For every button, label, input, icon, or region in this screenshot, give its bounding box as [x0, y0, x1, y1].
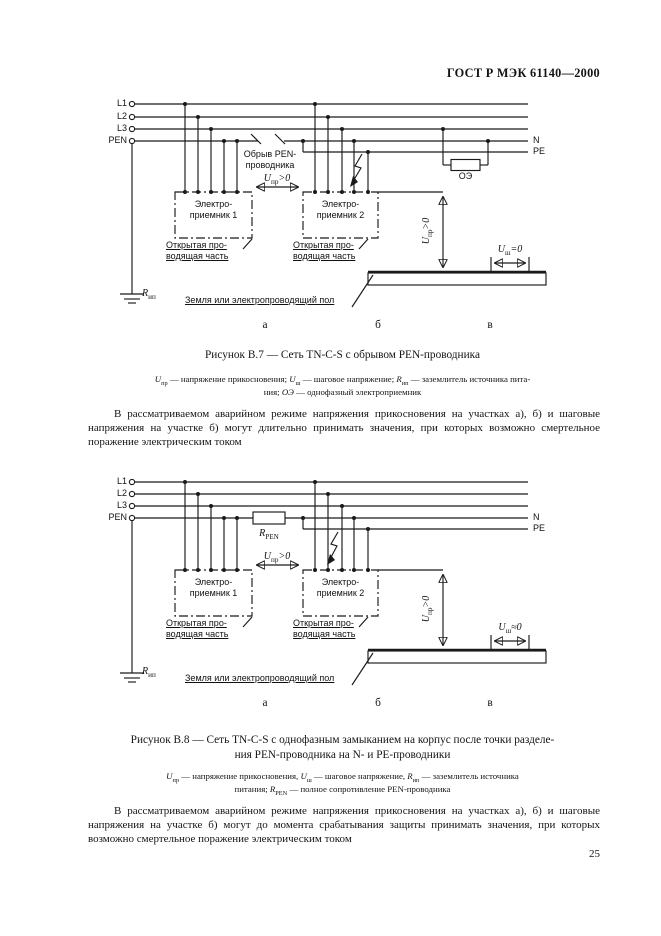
rpen-resistor-box	[252, 511, 286, 525]
bus-label-pen: PEN	[108, 512, 127, 522]
bus-label-l2: L2	[116, 488, 127, 498]
figure2-circuit	[120, 478, 547, 686]
terminal-circle	[128, 514, 136, 522]
bus-label-l2: L2	[116, 111, 127, 121]
source-earth-electrode	[120, 144, 144, 304]
exposed-part-pointers	[242, 616, 369, 628]
touch-voltage-vertical-arrow	[378, 569, 443, 645]
oe-label: ОЭ	[458, 171, 473, 181]
oe-resistor-box	[450, 158, 481, 172]
bus-label-l1: L1	[116, 98, 127, 108]
receiver2-label: Электро- приемник 2	[316, 577, 365, 598]
exposed-part-pointers	[242, 238, 369, 250]
figure1-note-paragraph: В рассматриваемом аварийном режиме напря…	[88, 408, 600, 448]
receiver2-label: Электро- приемник 2	[316, 199, 365, 220]
touch-voltage-vertical-arrow	[378, 191, 443, 267]
bus-label-pen: PEN	[108, 135, 127, 145]
bus-label-n: N	[533, 135, 540, 145]
rpen-label: RPEN	[259, 528, 279, 541]
terminal-circle	[128, 502, 136, 510]
receiver1-box	[174, 569, 253, 617]
bus-label-l3: L3	[116, 123, 127, 133]
lightning-fault-icon	[327, 531, 339, 565]
terminal-circle	[128, 137, 136, 145]
figure2-note-paragraph: В рассматриваемом аварийном режиме напря…	[88, 805, 600, 845]
oe-receiver	[441, 127, 490, 172]
step-voltage-label: Uш=0	[497, 244, 523, 257]
terminal-circle	[128, 113, 136, 121]
receiver1-label: Электро- приемник 1	[189, 577, 238, 598]
terminal-circle	[128, 100, 136, 108]
pen-break-icon	[250, 133, 286, 145]
bus-label-pe: PE	[533, 523, 546, 533]
ground-label-pointer	[351, 652, 374, 686]
figure2-legend-line1: Uпр — напряжение прикосновения, Uш — шаг…	[166, 771, 519, 784]
receiver2-box	[302, 191, 379, 239]
exposed-part-label: Открытая про- водящая часть	[293, 240, 356, 261]
touch-voltage-vertical-label: Uпр>0	[421, 595, 434, 623]
terminal-circle	[128, 125, 136, 133]
receiver-taps	[183, 480, 370, 572]
receiver-taps	[183, 102, 370, 194]
bus-label-l3: L3	[116, 500, 127, 510]
ground-label: Земля или электропроводящий пол	[185, 673, 335, 683]
step-voltage-arrow	[490, 635, 530, 650]
pen-break-label: Обрыв PEN-проводника	[243, 149, 297, 170]
touch-voltage-label: Uпр>0	[263, 173, 291, 186]
step-voltage-label: Uш≈0	[498, 622, 522, 635]
bus-label-l1: L1	[116, 476, 127, 486]
page-number: 25	[589, 848, 600, 860]
ground-surface	[367, 270, 547, 286]
touch-voltage-label: Uпр>0	[263, 551, 291, 564]
section-letter-a: а	[262, 697, 268, 709]
page-title: ГОСТ Р МЭК 61140—2000	[446, 66, 600, 80]
exposed-part-label: Открытая про- водящая часть	[166, 618, 229, 639]
bus-label-n: N	[533, 512, 540, 522]
figure1-circuit	[120, 100, 547, 308]
section-letter-a: а	[262, 319, 268, 331]
lightning-fault-icon	[350, 153, 363, 187]
source-earth-electrode	[120, 521, 144, 683]
figure2-caption-line2: ния PEN-проводника на N- и PE-проводники	[234, 749, 451, 761]
bus-label-pe: PE	[533, 146, 546, 156]
ground-label: Земля или электропроводящий пол	[185, 295, 335, 305]
exposed-part-label: Открытая про- водящая часть	[166, 240, 229, 261]
source-earth-resistance-label: Rип	[142, 288, 156, 301]
exposed-part-label: Открытая про- водящая часть	[293, 618, 356, 639]
section-letter-v: в	[487, 319, 493, 331]
section-letter-b: б	[375, 319, 381, 331]
terminal-circle	[128, 478, 136, 486]
receiver1-label: Электро- приемник 1	[189, 199, 238, 220]
figure1-caption: Рисунок В.7 — Сеть TN-C-S с обрывом PEN-…	[205, 349, 480, 361]
bus-lines	[128, 100, 528, 153]
source-earth-resistance-label: Rип	[142, 666, 156, 679]
figure2-legend-line2: питания; RPEN — полное сопротивление PEN…	[234, 784, 451, 797]
step-voltage-arrow	[490, 257, 530, 272]
receiver2-box	[302, 569, 379, 617]
figure2-caption-line1: Рисунок В.8 — Сеть TN-C-S с однофазным з…	[130, 734, 555, 746]
ground-label-pointer	[351, 274, 374, 308]
ground-surface	[367, 648, 547, 664]
section-letter-b: б	[375, 697, 381, 709]
bus-lines	[128, 478, 528, 530]
section-letter-v: в	[487, 697, 493, 709]
receiver1-box	[174, 191, 253, 239]
figure1-legend-line1: Uпр — напряжение прикосновения; Uш — шаг…	[154, 374, 531, 387]
touch-voltage-vertical-label: Uпр>0	[421, 217, 434, 245]
figure1-legend-line2: ния; ОЭ — однофазный электроприемник	[263, 387, 422, 397]
terminal-circle	[128, 490, 136, 498]
